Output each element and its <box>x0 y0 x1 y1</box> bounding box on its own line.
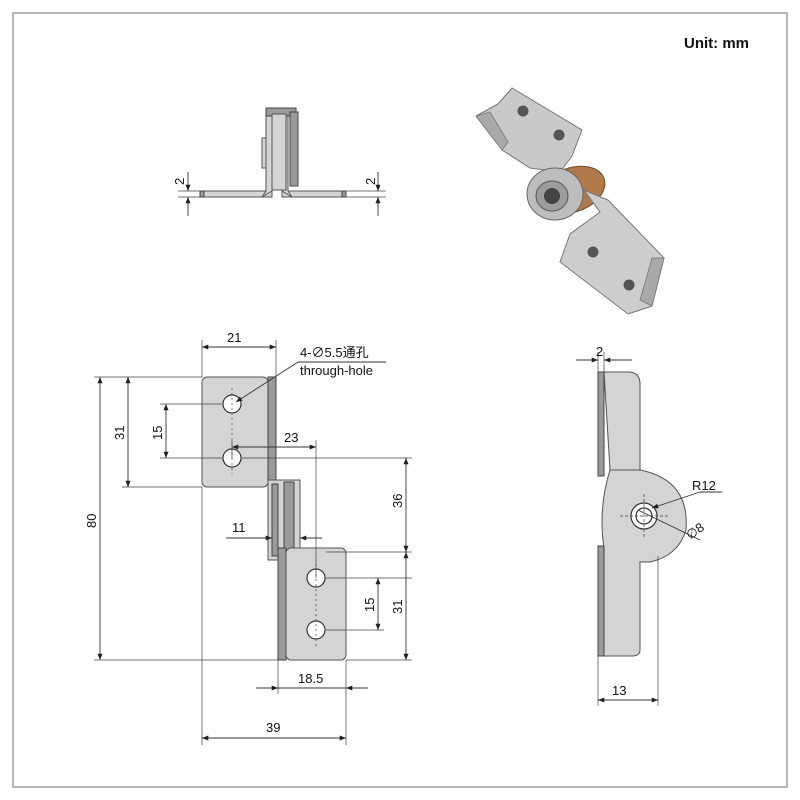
top-view-bushing <box>289 111 299 187</box>
top-view-right-end <box>341 190 347 198</box>
dim-offset-11: 11 <box>232 520 246 535</box>
dim-center-36: 36 <box>390 494 405 508</box>
hole-callout: 4-∅5.5通孔 <box>300 345 369 360</box>
top-view-pin <box>271 113 287 191</box>
side-knuckle-profile <box>601 469 687 657</box>
side-radius: R12 <box>692 478 716 493</box>
hinge-3d-render <box>475 87 665 315</box>
side-top-leaf-edge <box>597 371 605 477</box>
side-bottom-leaf-edge <box>597 545 605 657</box>
side-top-leaf <box>603 371 641 471</box>
top-view-left-leaf <box>199 190 273 198</box>
dim-width-bottom-leaf: 18.5 <box>298 671 323 686</box>
front-top-leaf-edge <box>267 376 277 488</box>
unit-label: Unit: mm <box>684 35 749 52</box>
top-view-left-end <box>199 190 205 198</box>
side-thickness: 2 <box>596 344 603 359</box>
dim-hole-spacing-bottom: 15 <box>362 598 377 612</box>
dim-overall-width: 39 <box>266 720 280 735</box>
top-thickness-right: 2 <box>363 178 378 185</box>
side-view: 2 R12 ∅8 13 <box>576 344 722 706</box>
front-top-leaf <box>201 376 269 488</box>
dim-overall-height: 80 <box>84 514 99 528</box>
dim-leaf-height-top: 31 <box>112 426 127 440</box>
drawing-frame <box>12 12 788 788</box>
top-thickness-left: 2 <box>172 178 187 185</box>
side-width-13: 13 <box>612 683 626 698</box>
hole-callout-en: through-hole <box>300 363 373 378</box>
top-view: 2 2 <box>172 107 386 216</box>
top-view-rivet <box>261 137 267 169</box>
dim-width-top-leaf: 21 <box>227 330 241 345</box>
front-bottom-leaf-edge <box>277 547 287 661</box>
dim-leaf-height-bottom: 31 <box>390 600 405 614</box>
dim-hole-spacing-top: 15 <box>150 426 165 440</box>
front-view: 21 4-∅5.5通孔 through-hole 80 31 15 23 36 <box>84 330 412 745</box>
dim-offset-23: 23 <box>284 430 298 445</box>
